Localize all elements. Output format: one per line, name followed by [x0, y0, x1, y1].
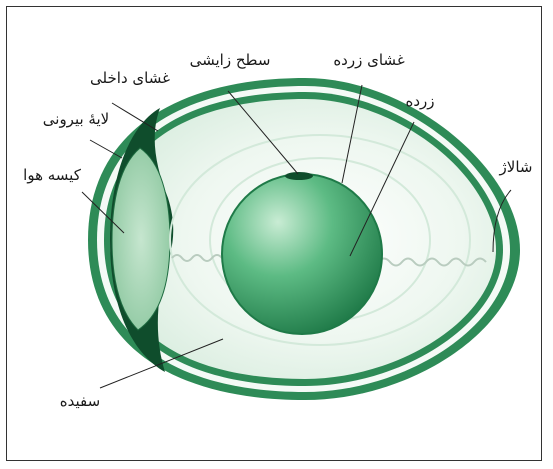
label-air-sac: کیسه هوا: [23, 166, 82, 184]
label-yolk: زرده: [405, 92, 434, 110]
label-inner-membrane: غشای داخلی: [90, 69, 170, 87]
label-yolk-membrane: غشای زرده: [333, 51, 404, 69]
germinal-disc: [285, 172, 313, 180]
label-germinal-disc: سطح زایشی: [190, 51, 271, 69]
yolk: [222, 174, 382, 334]
label-albumen: سفیده: [60, 392, 100, 410]
label-outer-layer: لایهٔ بیرونی: [43, 110, 109, 128]
label-chalaza: شالاژ: [499, 158, 533, 176]
